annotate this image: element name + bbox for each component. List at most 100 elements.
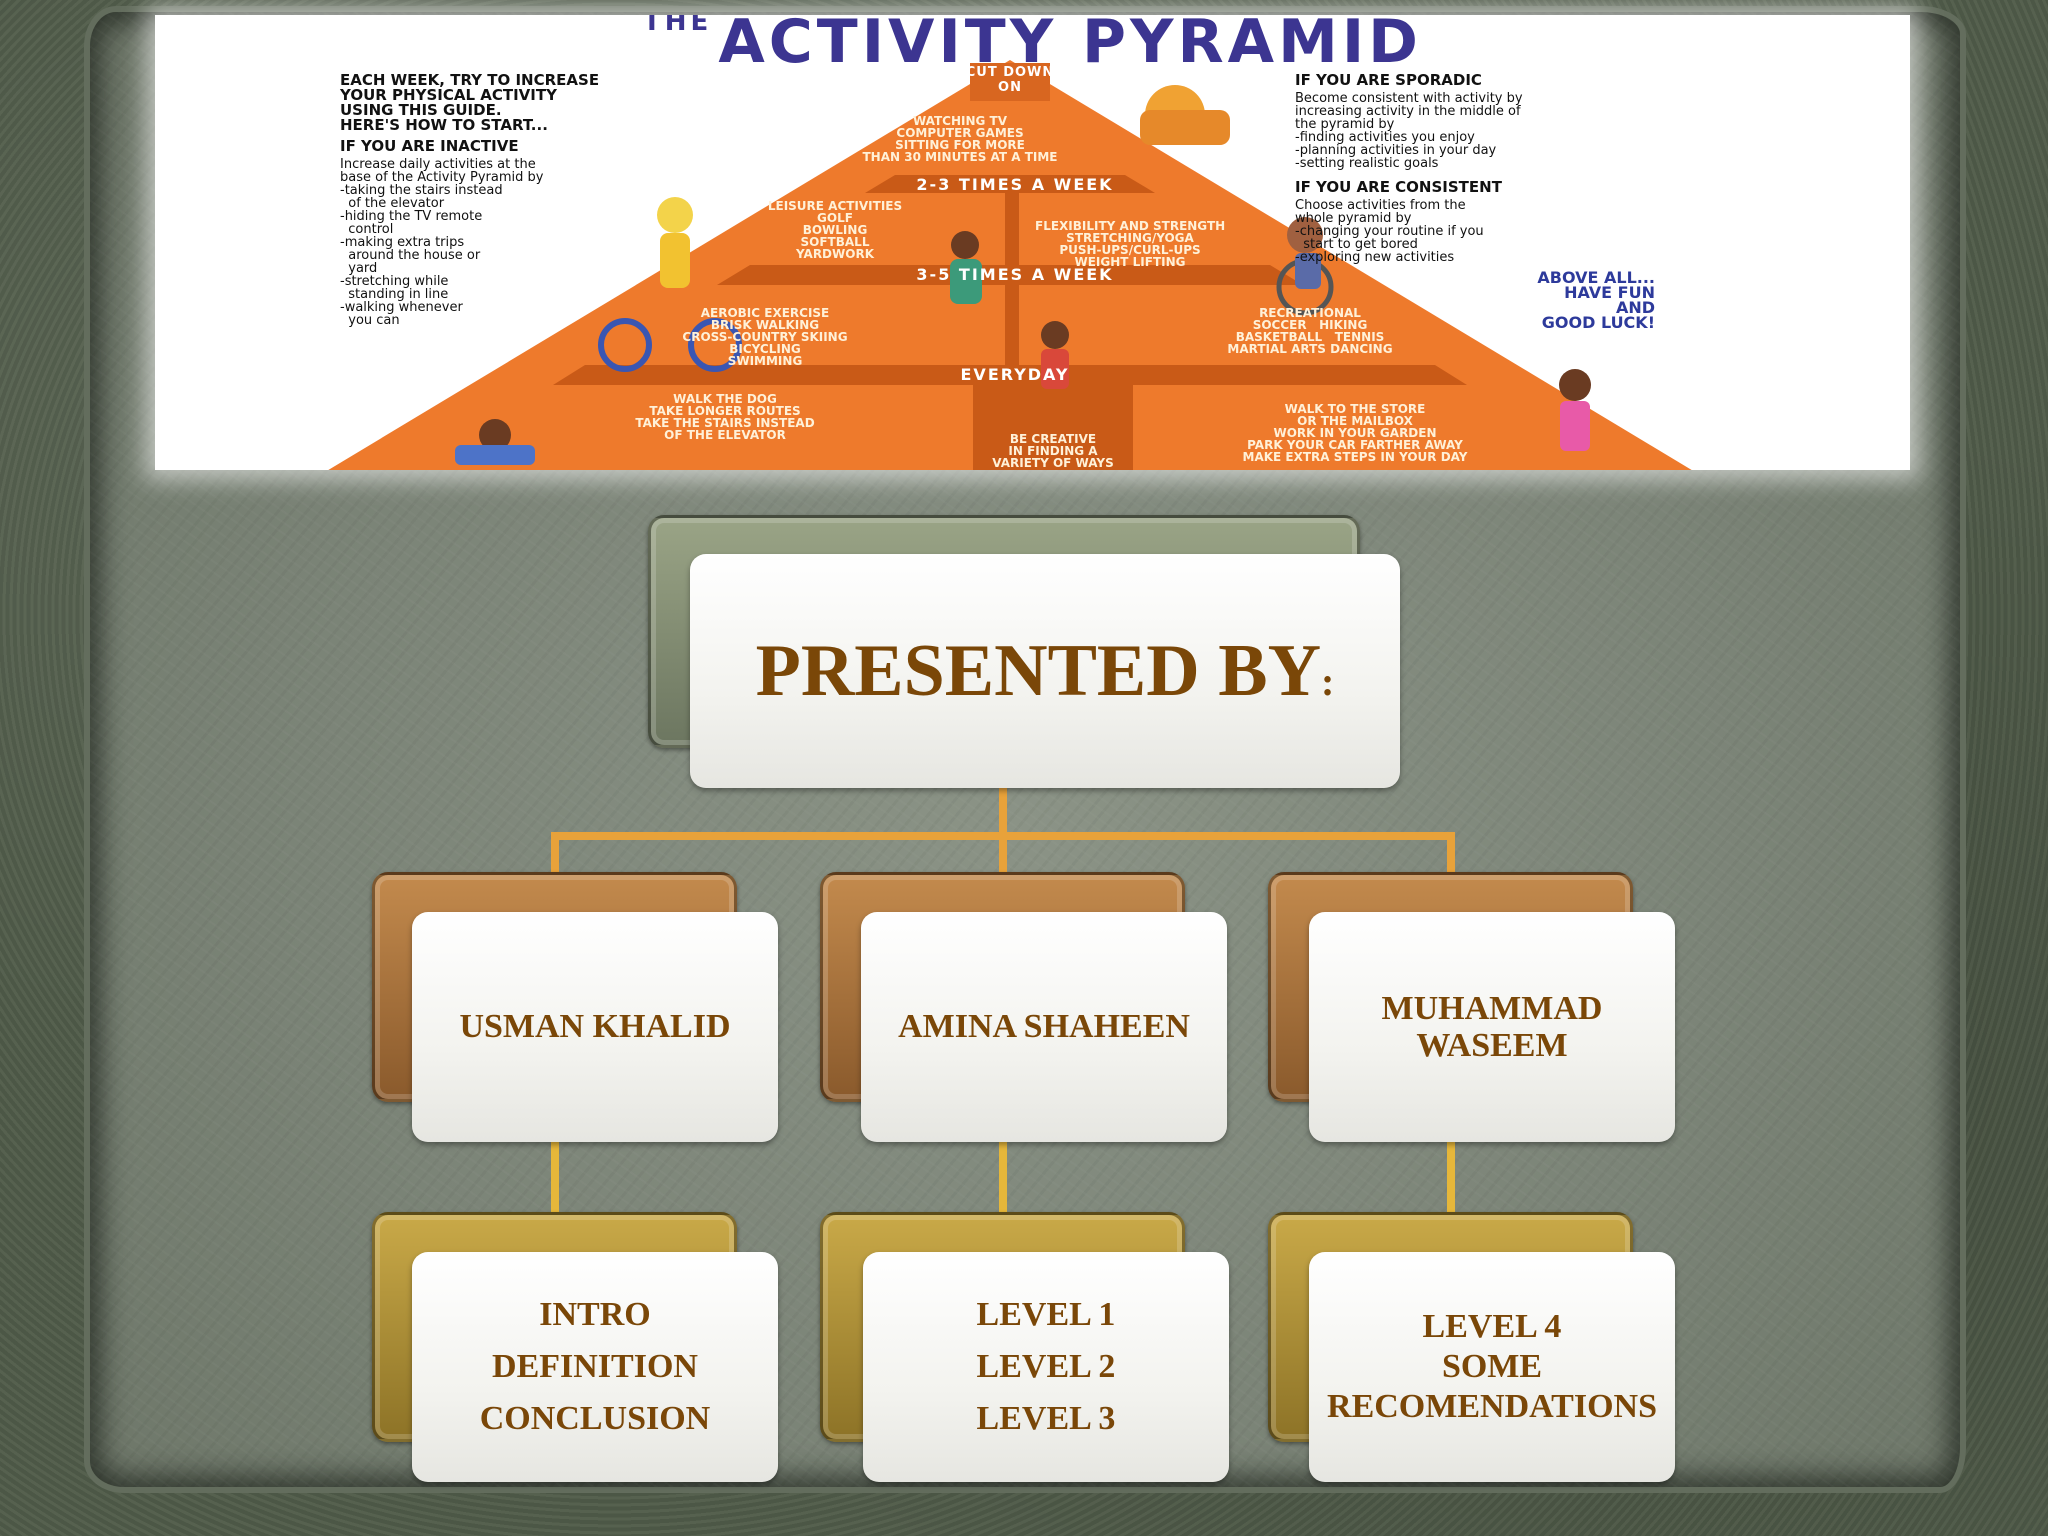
tier-4-head: EVERYDAY xyxy=(960,365,1070,384)
tier-4-right-item-line: OR THE MAILBOX xyxy=(1297,414,1413,428)
presented-by-title: PRESENTED BY: xyxy=(755,629,1335,712)
tier-3-left-item-line: BRISK WALKING xyxy=(710,318,820,332)
topic-item: DEFINITION xyxy=(492,1348,698,1385)
topic-item: RECOMENDATIONS xyxy=(1327,1388,1657,1425)
topic-item: SOME xyxy=(1441,1348,1543,1385)
tier-top-item-line: COMPUTER GAMES xyxy=(896,126,1024,140)
everyday-center-box xyxy=(973,385,1133,470)
tier-top-item-line: WATCHING TV xyxy=(912,114,1008,128)
tier-top-item-line: THAN 30 MINUTES AT A TIME xyxy=(862,150,1058,164)
poster-left-text-line: control xyxy=(340,222,394,237)
poster-right-consistent-line: Choose activities from the xyxy=(1295,198,1466,213)
topic-item: LEVEL 2 xyxy=(976,1348,1116,1385)
poster-left-intro-line: USING THIS GUIDE. xyxy=(340,101,502,119)
tier-3-right-item-line: RECREATIONAL xyxy=(1259,306,1361,320)
poster-left-text-line: -stretching while xyxy=(340,274,449,289)
figure-wheelchair-icon xyxy=(1287,217,1323,253)
connector-muhammad-topics xyxy=(1447,1140,1455,1212)
presenter-card-usman-khalid: USMAN KHALID xyxy=(412,912,778,1142)
figure-gardener-icon xyxy=(951,231,979,259)
tier-band-2 xyxy=(865,175,1155,193)
tier-2-left-item-line: YARDWORK xyxy=(795,247,874,261)
tier-4-right-item-line: PARK YOUR CAR FARTHER AWAY xyxy=(1247,438,1463,452)
tier-2-left-item-line: LEISURE ACTIVITIES xyxy=(767,199,903,213)
tier-2-right-item-line: WEIGHT LIFTING xyxy=(1074,255,1186,269)
tier-4-center-item-line: TO STAY ACTIVE xyxy=(973,469,1133,470)
connector-root-down xyxy=(999,788,1007,838)
tier-4-left-item-line: TAKE THE STAIRS INSTEAD xyxy=(635,416,815,430)
tier-3-left-item-line: AEROBIC EXERCISE xyxy=(700,306,830,320)
tier-4-left-item-line: TAKE LONGER ROUTES xyxy=(649,404,801,418)
poster-left-text-line: around the house or xyxy=(340,248,481,263)
connector-to-usman xyxy=(551,832,559,872)
tier-2-head: 2-3 TIMES A WEEK xyxy=(916,175,1114,194)
poster-title-the: THE xyxy=(643,15,713,37)
poster-right-sporadic-line: Become consistent with activity by xyxy=(1295,91,1523,106)
topic-item: LEVEL 3 xyxy=(976,1400,1116,1437)
poster-right-column: IF YOU ARE SPORADIC Become consistent wi… xyxy=(1295,71,1655,332)
poster-left-intro-line: YOUR PHYSICAL ACTIVITY xyxy=(340,86,557,104)
poster-right-heading-consistent: IF YOU ARE CONSISTENT xyxy=(1295,178,1502,196)
figure-soccer-icon xyxy=(1041,321,1069,349)
poster-left-text-line: -hiding the TV remote xyxy=(340,209,483,224)
tier-4-right-item-line: WALK TO THE STORE xyxy=(1284,402,1426,416)
tier-4-right-item-line: WORK IN YOUR GARDEN xyxy=(1273,426,1437,440)
pyramid-graphic xyxy=(328,60,1692,470)
poster-left-intro-line: EACH WEEK, TRY TO INCREASE xyxy=(340,71,600,89)
poster-right-sporadic-line: the pyramid by xyxy=(1295,117,1395,132)
tier-2-right-item-line: PUSH-UPS/CURL-UPS xyxy=(1059,243,1201,257)
poster-right-sporadic-line: -finding activities you enjoy xyxy=(1295,130,1475,145)
poster-closing-line: GOOD LUCK! xyxy=(1541,313,1655,332)
poster-right-consistent-line: -exploring new activities xyxy=(1295,250,1455,265)
top-head-box xyxy=(970,63,1050,101)
poster-right-consistent-line: -changing your routine if you xyxy=(1295,224,1484,239)
poster-right-sporadic-line: -setting realistic goals xyxy=(1295,156,1439,171)
poster-left-intro-line: HERE'S HOW TO START... xyxy=(340,116,548,134)
poster-closing-line: HAVE FUN xyxy=(1564,283,1655,302)
poster-left-text-line: standing in line xyxy=(340,287,449,302)
tier-3-right-item-line: MARTIAL ARTS DANCING xyxy=(1227,342,1393,356)
poster-left-text-line: -walking whenever xyxy=(340,300,463,315)
tier-3-head: 3-5 TIMES A WEEK xyxy=(916,265,1114,284)
connector-to-muhammad xyxy=(1447,832,1455,872)
poster-left-heading: IF YOU ARE INACTIVE xyxy=(340,137,519,155)
poster-left-text-line: base of the Activity Pyramid by xyxy=(340,170,544,185)
bicycle-icon xyxy=(598,318,652,372)
topic-item: LEVEL 4 xyxy=(1422,1308,1562,1345)
poster-right-heading-sporadic: IF YOU ARE SPORADIC xyxy=(1295,71,1482,89)
tier-3-right-item-line: BASKETBALL TENNIS xyxy=(1235,330,1385,344)
figure-stairs-icon xyxy=(479,419,511,451)
topic-item: INTRO xyxy=(539,1296,651,1333)
presenter-name-line: AMINA SHAHEEN xyxy=(898,1008,1190,1045)
poster-title-main: ACTIVITY PYRAMID xyxy=(718,15,1422,77)
tier-2-left-item-line: GOLF xyxy=(817,211,853,225)
figure-golfer-icon xyxy=(657,197,693,233)
poster-right-consistent-line: start to get bored xyxy=(1295,237,1418,252)
poster-closing-line: ABOVE ALL... xyxy=(1537,268,1655,287)
poster-closing-line: AND xyxy=(1615,298,1655,317)
poster-left-text-line: you can xyxy=(340,313,400,328)
presenter-name-line: WASEEM xyxy=(1416,1027,1568,1064)
tier-top-head: CUT DOWN ON xyxy=(965,65,1055,95)
poster-right-sporadic-line: -planning activities in your day xyxy=(1295,143,1497,158)
tier-4-right-item-line: MAKE EXTRA STEPS IN YOUR DAY xyxy=(1242,450,1468,464)
figure-walker-icon xyxy=(1559,369,1591,401)
tier-4-center-item-line: VARIETY OF WAYS xyxy=(992,456,1114,470)
tier-4-left-item-line: WALK THE DOG xyxy=(673,392,777,406)
tier-4-center-item-line: IN FINDING A xyxy=(1008,444,1098,458)
